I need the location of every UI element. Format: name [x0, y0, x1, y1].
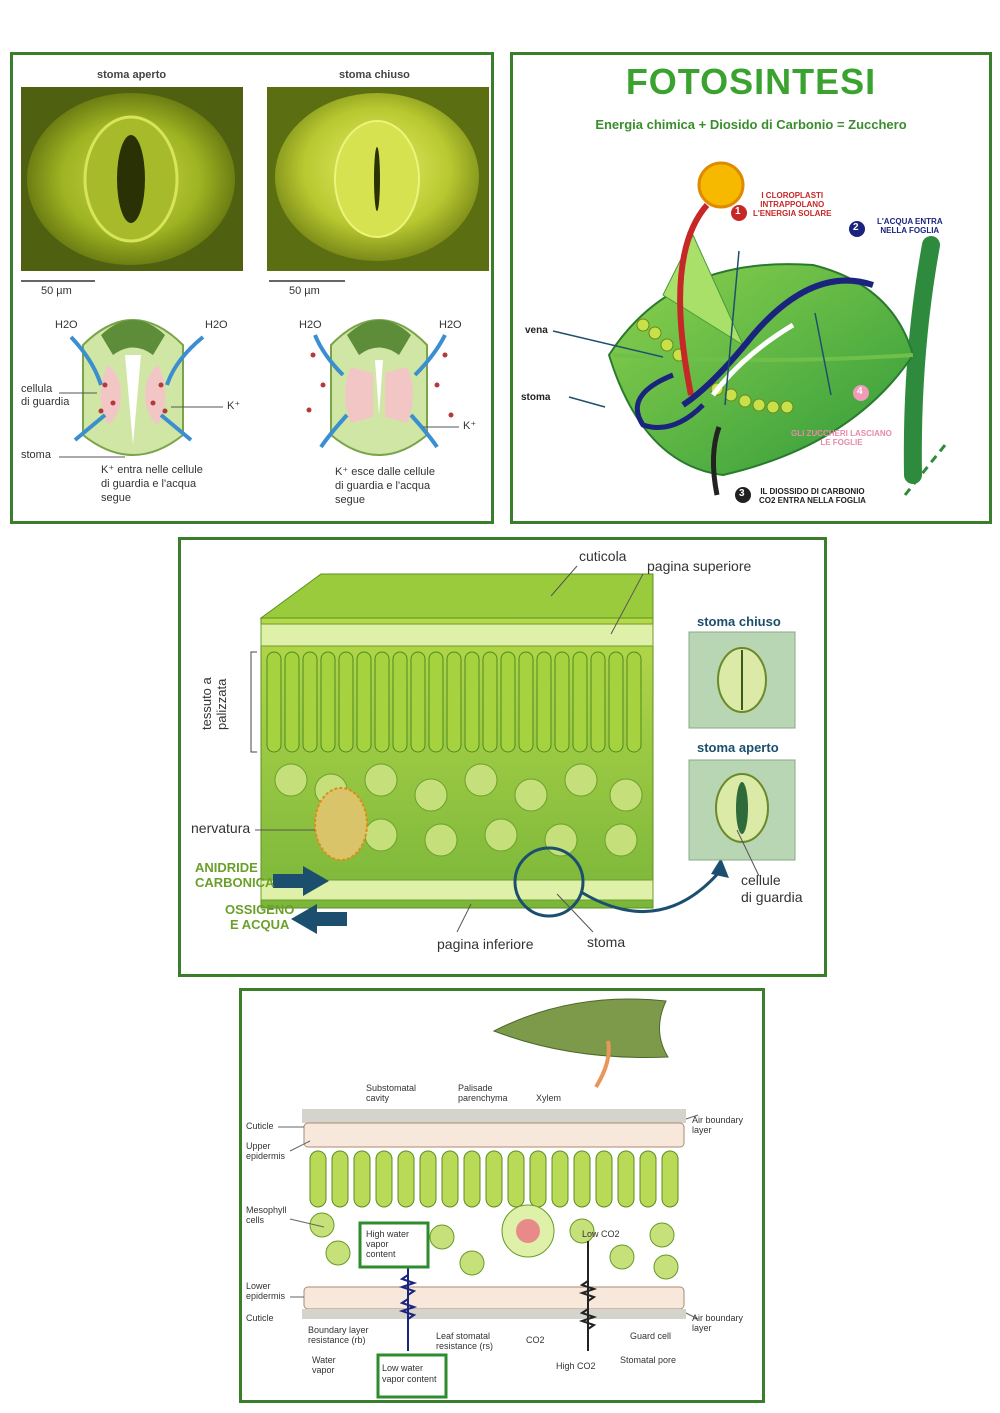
- open-stoma-title: stoma aperto: [97, 69, 167, 81]
- co2-in-arrow: [273, 866, 329, 896]
- step1-number: 1: [735, 206, 741, 217]
- boundary-resistance-label: Boundary layer resistance (rb): [308, 1325, 369, 1345]
- air-boundary-top-label: Air boundary layer: [692, 1115, 744, 1135]
- tessuto-palizzata-label: tessuto a palizzata: [199, 677, 229, 730]
- scale-label-open: 50 µm: [41, 285, 72, 297]
- sem-closed-image: [267, 87, 489, 271]
- o2-out-arrow: [291, 904, 347, 934]
- photosynthesis-panel: FOTOSINTESI Energia chimica + Diosido di…: [510, 52, 992, 524]
- open-stoma-zoom: [688, 759, 796, 861]
- photosynthesis-illustration: [552, 161, 947, 503]
- guard-cell-label: Guard cell: [630, 1331, 672, 1341]
- stoma-label: stoma: [521, 392, 551, 403]
- open-stoma-diagram: [69, 319, 205, 456]
- guard-cell-label: cellula di guardia: [21, 383, 70, 408]
- step1-text: I CLOROPLASTI INTRAPPOLANO L'ENERGIA SOL…: [753, 191, 832, 218]
- co2-label: CO2: [526, 1335, 545, 1345]
- stoma-zoom-arrow: [580, 869, 723, 913]
- leaf-stomatal-label: Leaf stomatal resistance (rs): [436, 1331, 494, 1351]
- air-boundary-bottom-label: Air boundary layer: [692, 1313, 744, 1333]
- high-co2-label: High CO2: [556, 1361, 596, 1371]
- stoma-highlight-circle: [513, 846, 585, 918]
- xylem-label: Xylem: [536, 1093, 562, 1103]
- stomata-panel: stoma aperto stoma chiuso 50 µm 50 µm H2…: [10, 52, 494, 524]
- scale-label-closed: 50 µm: [289, 285, 320, 297]
- cellule-guardia-label: cellule di guardia: [741, 872, 803, 905]
- open-caption: K⁺ entra nelle cellule di guardia e l'ac…: [101, 464, 203, 504]
- anidride-carbonica-label: ANIDRIDE CARBONICA: [195, 860, 275, 890]
- palisade-cells: [266, 651, 642, 753]
- mesophyll-label: Mesophyll cells: [246, 1205, 287, 1225]
- palisade-label: Palisade parenchyma: [458, 1083, 508, 1103]
- water-vapor-label: Water vapor: [312, 1355, 336, 1375]
- step3-number: 3: [739, 488, 745, 499]
- stomata-illustration: [21, 87, 489, 458]
- h2o-label: H2O: [299, 319, 322, 331]
- closed-stoma-title: stoma chiuso: [339, 69, 410, 81]
- photosynthesis-title: FOTOSINTESI: [625, 61, 877, 102]
- stoma-aperto-label: stoma aperto: [697, 740, 779, 755]
- step2-marker: [849, 221, 865, 237]
- ossigeno-acqua-label: OSSIGENO E ACQUA: [225, 902, 295, 932]
- leaf-icon: [492, 998, 669, 1058]
- cuticle-bottom-label: Cuticle: [246, 1313, 274, 1323]
- high-water-box: [358, 1221, 430, 1269]
- sem-open-image: [21, 87, 243, 271]
- closed-stoma-zoom: [688, 631, 796, 729]
- step1-marker: [731, 205, 747, 221]
- leaf-structure-panel: cuticola pagina superiore tessuto a pali…: [178, 537, 827, 977]
- stomatal-pore-label: Stomatal pore: [620, 1355, 677, 1365]
- k-plus-label: K⁺: [463, 420, 477, 432]
- leaf-structure-illustration: [250, 565, 796, 934]
- low-water-label: Low water vapor content: [382, 1363, 437, 1384]
- step3-text: IL DIOSSIDO DI CARBONIO CO2 ENTRA NELLA …: [759, 487, 866, 505]
- closed-stoma-diagram: [313, 319, 447, 456]
- cuticle-top-label: Cuticle: [246, 1121, 274, 1131]
- low-water-box: [376, 1353, 448, 1399]
- lower-epidermis-label: Lower epidermis: [246, 1281, 286, 1301]
- stoma-chiuso-label: stoma chiuso: [697, 614, 781, 629]
- stoma-label: stoma: [587, 934, 626, 950]
- vena-label: vena: [525, 325, 548, 336]
- cuticola-label: cuticola: [579, 548, 627, 564]
- low-co2-label: Low CO2: [582, 1229, 620, 1239]
- step4-text: GLI ZUCCHERI LASCIANO LE FOGLIE: [791, 429, 892, 447]
- substomatal-label: Substomatal cavity: [366, 1083, 417, 1103]
- stoma-label: stoma: [21, 449, 51, 461]
- pagina-inferiore-label: pagina inferiore: [437, 936, 534, 952]
- sun-icon: [697, 161, 745, 209]
- h2o-label: H2O: [205, 319, 228, 331]
- high-water-label: High water vapor content: [366, 1229, 410, 1259]
- photosynthesis-subtitle: Energia chimica + Diosido di Carbonio = …: [595, 117, 907, 132]
- closed-caption: K⁺ esce dalle cellule di guardia e l'acq…: [335, 466, 435, 506]
- upper-epidermis-label: Upper epidermis: [246, 1141, 286, 1161]
- step3-marker: [735, 487, 751, 503]
- step4-number: 4: [857, 386, 863, 397]
- k-plus-label: K⁺: [227, 400, 241, 412]
- leaf-cross-section-panel: Substomatal cavity Palisade parenchyma X…: [239, 988, 765, 1403]
- vein-bundle: [314, 787, 368, 861]
- h2o-label: H2O: [439, 319, 462, 331]
- step2-number: 2: [853, 222, 859, 233]
- nervatura-label: nervatura: [191, 820, 251, 836]
- h2o-label: H2O: [55, 319, 78, 331]
- step4-marker: [853, 385, 869, 401]
- step2-text: L'ACQUA ENTRA NELLA FOGLIA: [877, 217, 943, 235]
- pagina-superiore-label: pagina superiore: [647, 558, 752, 574]
- cross-section-illustration: [278, 998, 699, 1399]
